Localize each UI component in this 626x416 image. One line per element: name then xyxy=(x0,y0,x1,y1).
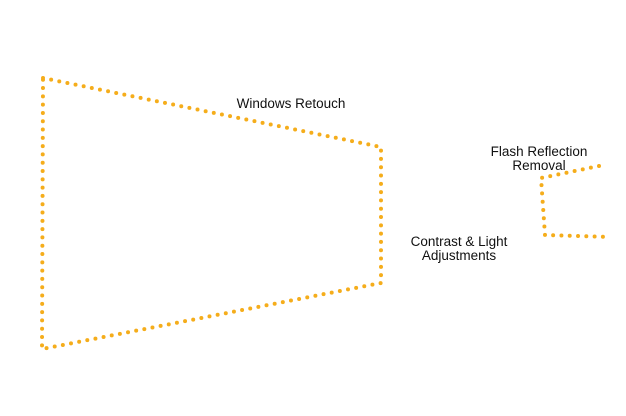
flash-label-line-2: Removal xyxy=(512,158,566,173)
contrast-light-adjustments-label: Contrast & Light Adjustments xyxy=(394,235,524,263)
windows-retouch-text: Windows Retouch xyxy=(236,96,346,111)
dotted-bracket-outline xyxy=(539,164,612,239)
windows-retouch-label: Windows Retouch xyxy=(220,97,362,111)
flash-label-line-1: Flash Reflection xyxy=(490,144,588,159)
contrast-label-line-1: Contrast & Light xyxy=(410,234,508,249)
contrast-label-line-2: Adjustments xyxy=(421,248,497,263)
dotted-trapezoid-outline xyxy=(40,76,383,351)
flash-reflection-removal-label: Flash Reflection Removal xyxy=(474,145,604,173)
